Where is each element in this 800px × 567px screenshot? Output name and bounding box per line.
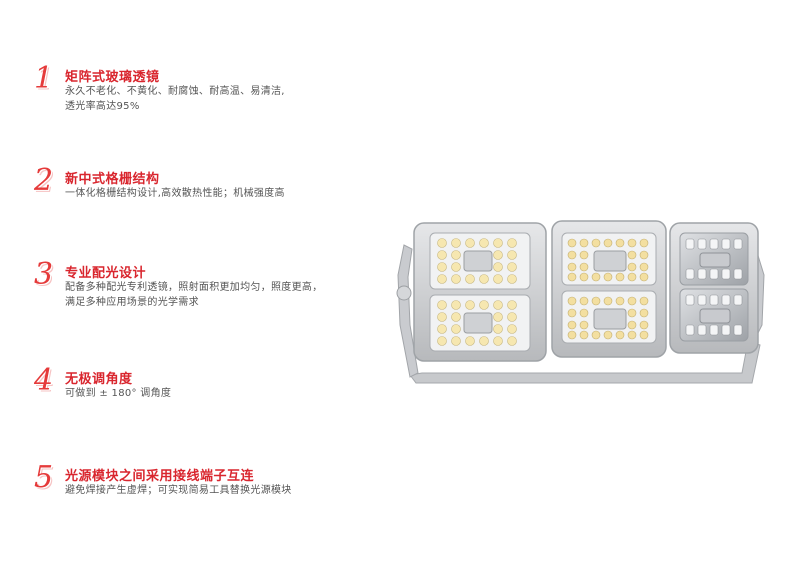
feature-description: 永久不老化、不黄化、耐腐蚀、耐高温、易清洁, 透光率高达95% <box>65 84 285 114</box>
feature-number: 5 <box>34 460 54 495</box>
feature-title: 新中式格栅结构 <box>65 172 160 187</box>
feature-description: 避免焊接产生虚焊；可实现简易工具替换光源模块 <box>65 483 292 498</box>
product-image <box>396 220 765 384</box>
feature-2: 2 新中式格栅结构 一体化格栅结构设计,高效散热性能；机械强度高 <box>34 164 394 238</box>
feature-title: 矩阵式玻璃透镜 <box>65 70 160 85</box>
feature-number: 2 <box>34 163 54 198</box>
feature-description-line: 透光率高达95% <box>65 101 140 112</box>
feature-description-line: 配备多种配光专利透镜，照射面积更加均匀，照度更高， <box>65 282 323 293</box>
feature-number: 4 <box>34 363 54 398</box>
feature-description-line: 可做到 ± 180° 调角度 <box>65 388 172 399</box>
feature-5: 5 光源模块之间采用接线端子互连 避免焊接产生虚焊；可实现简易工具替换光源模块 <box>34 461 394 535</box>
feature-4: 4 无极调角度 可做到 ± 180° 调角度 <box>34 364 394 438</box>
feature-description: 可做到 ± 180° 调角度 <box>65 386 171 401</box>
feature-number: 3 <box>34 257 54 292</box>
feature-number: 1 <box>34 61 54 96</box>
feature-1: 1 矩阵式玻璃透镜 永久不老化、不黄化、耐腐蚀、耐高温、易清洁, 透光率高达95… <box>34 62 394 136</box>
feature-title: 专业配光设计 <box>65 266 147 281</box>
feature-description-line: 满足多种应用场景的光学需求 <box>65 297 199 308</box>
feature-description: 配备多种配光专利透镜，照射面积更加均匀，照度更高， 满足多种应用场景的光学需求 <box>65 280 323 310</box>
feature-description-line: 避免焊接产生虚焊；可实现简易工具替换光源模块 <box>65 485 292 496</box>
feature-description: 一体化格栅结构设计,高效散热性能；机械强度高 <box>65 186 285 201</box>
feature-description-line: 永久不老化、不黄化、耐腐蚀、耐高温、易清洁, <box>65 86 285 97</box>
feature-3: 3 专业配光设计 配备多种配光专利透镜，照射面积更加均匀，照度更高， 满足多种应… <box>34 258 394 332</box>
feature-title: 光源模块之间采用接线端子互连 <box>65 469 255 484</box>
feature-title: 无极调角度 <box>65 372 133 387</box>
feature-description-line: 一体化格栅结构设计,高效散热性能；机械强度高 <box>65 188 285 199</box>
